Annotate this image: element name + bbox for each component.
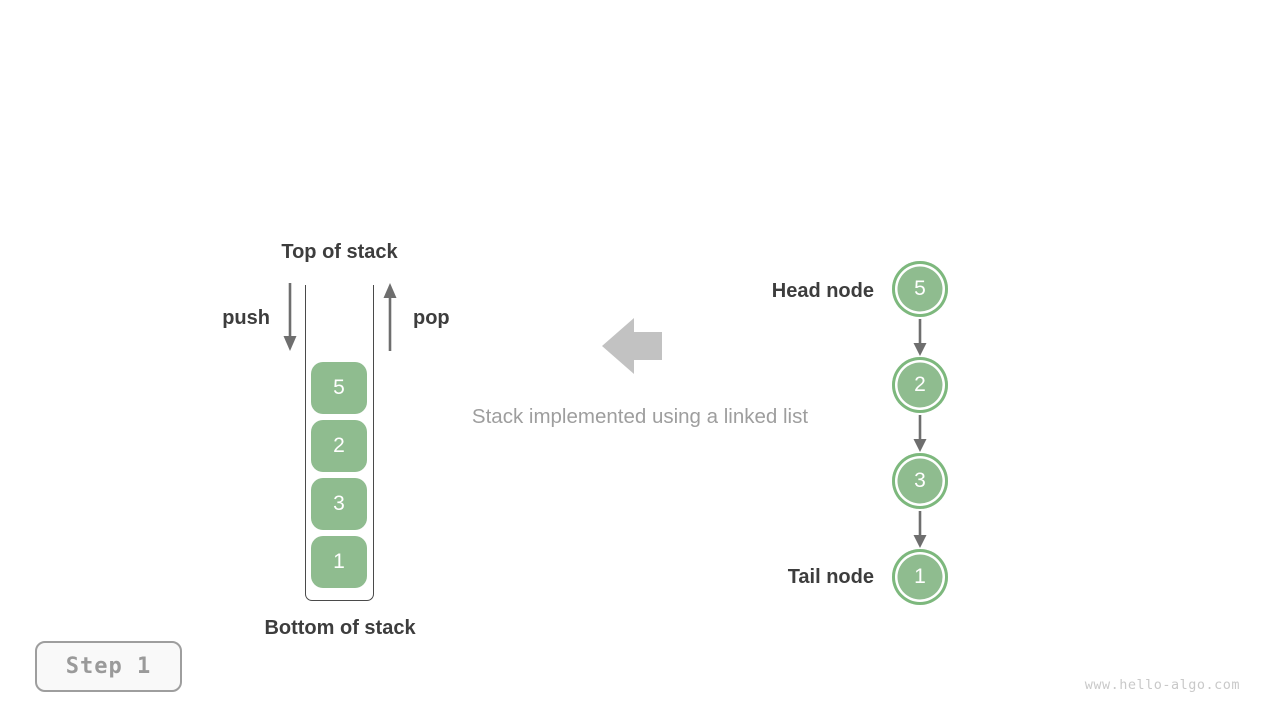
bottom-of-stack-label: Bottom of stack bbox=[264, 617, 416, 639]
linked-list-node: 1 bbox=[892, 549, 948, 605]
node-link-arrow-icon bbox=[913, 319, 927, 356]
push-label: push bbox=[222, 307, 270, 329]
linked-list-node: 2 bbox=[892, 357, 948, 413]
diagram-caption: Stack implemented using a linked list bbox=[471, 405, 809, 428]
stack-item: 1 bbox=[311, 536, 367, 588]
node-link-arrow-icon bbox=[913, 511, 927, 548]
tail-node-label: Tail node bbox=[787, 566, 874, 588]
stack-item: 3 bbox=[311, 478, 367, 530]
node-link-arrow-icon bbox=[913, 415, 927, 452]
pop-up-arrow-icon bbox=[383, 283, 397, 351]
step-badge: Step 1 bbox=[35, 641, 182, 692]
linked-list-node: 3 bbox=[892, 453, 948, 509]
stack-item: 2 bbox=[311, 420, 367, 472]
push-down-arrow-icon bbox=[283, 283, 297, 351]
watermark-url: www.hello-algo.com bbox=[1084, 677, 1240, 693]
top-of-stack-label: Top of stack bbox=[281, 241, 398, 263]
left-block-arrow-icon bbox=[602, 318, 662, 374]
pop-label: pop bbox=[413, 307, 450, 329]
linked-list-node: 5 bbox=[892, 261, 948, 317]
stack-item: 5 bbox=[311, 362, 367, 414]
head-node-label: Head node bbox=[771, 280, 874, 302]
